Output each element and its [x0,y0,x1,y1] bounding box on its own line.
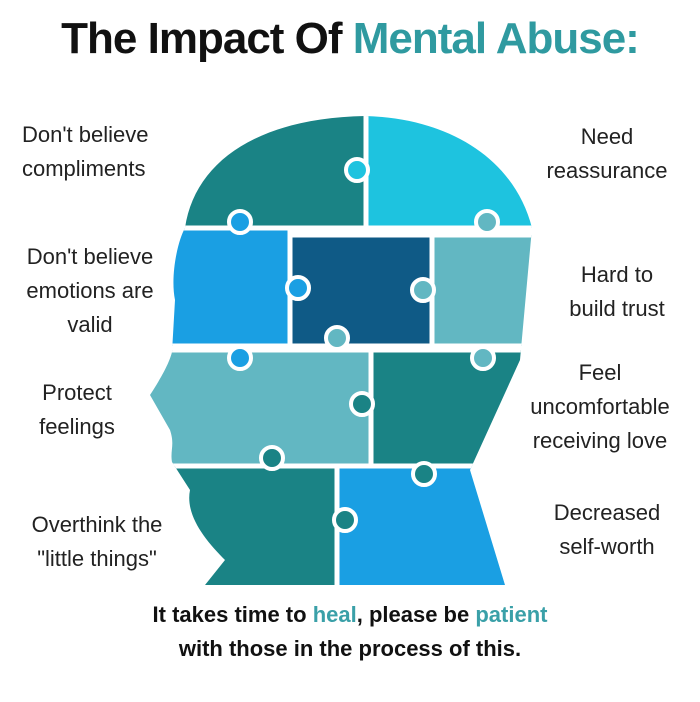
label-dont-believe-emotions: Don't believe emotions are valid [10,240,170,342]
label-line: Don't believe [22,122,149,147]
piece-mid-right [429,232,532,349]
piece-neck-blue [334,463,532,585]
label-line: valid [67,312,113,337]
label-line: Need [580,124,634,149]
label-line: Overthink the [31,512,163,537]
label-protect-feelings: Protect feelings [22,376,132,444]
label-line: uncomfortable [530,394,670,419]
label-line: Feel [578,360,622,385]
knob [227,209,253,235]
label-dont-believe-compliments: Don't believe compliments [22,118,149,186]
knob [259,445,285,471]
title-prefix: The Impact Of [61,14,353,63]
label-line: Protect [42,380,112,405]
footer-message: It takes time to heal, please be patient… [0,598,700,666]
label-need-reassurance: Need reassurance [532,120,682,188]
piece-mid-left [150,225,293,349]
label-uncomfortable-love: Feel uncomfortable receiving love [510,356,690,458]
piece-face-light [150,347,374,469]
label-line: "little things" [37,546,157,571]
label-line: feelings [39,414,115,439]
footer-text: It takes time to [152,602,313,627]
knob [470,345,496,371]
piece-top-right [363,116,532,231]
label-line: compliments [22,156,146,181]
label-line: reassurance [546,158,668,183]
knob [285,275,311,301]
piece-top-left [150,116,369,231]
footer-line-2: with those in the process of this. [178,636,522,661]
piece-mid-center [287,232,435,349]
knob [227,345,253,371]
label-line: receiving love [532,428,668,453]
knob [324,325,350,351]
footer-accent-patient: patient [475,602,548,627]
footer-accent-heal: heal [312,602,357,627]
label-hard-to-build-trust: Hard to build trust [552,258,682,326]
footer-text: , please be [356,602,476,627]
page-title: The Impact Of Mental Abuse: [0,14,700,64]
label-line: Don't believe [26,244,154,269]
label-line: emotions are [26,278,154,303]
label-line: self-worth [559,534,655,559]
knob [474,209,500,235]
knob [411,461,437,487]
footer-line-1: It takes time to heal, please be patient [0,598,700,632]
label-line: Hard to [580,262,654,287]
title-accent: Mental Abuse: [352,14,640,63]
knob [344,157,370,183]
knob [349,391,375,417]
knob [332,507,358,533]
label-overthink: Overthink the "little things" [12,508,182,576]
label-decreased-self-worth: Decreased self-worth [532,496,682,564]
knob [410,277,436,303]
label-line: build trust [569,296,665,321]
label-line: Decreased [553,500,661,525]
